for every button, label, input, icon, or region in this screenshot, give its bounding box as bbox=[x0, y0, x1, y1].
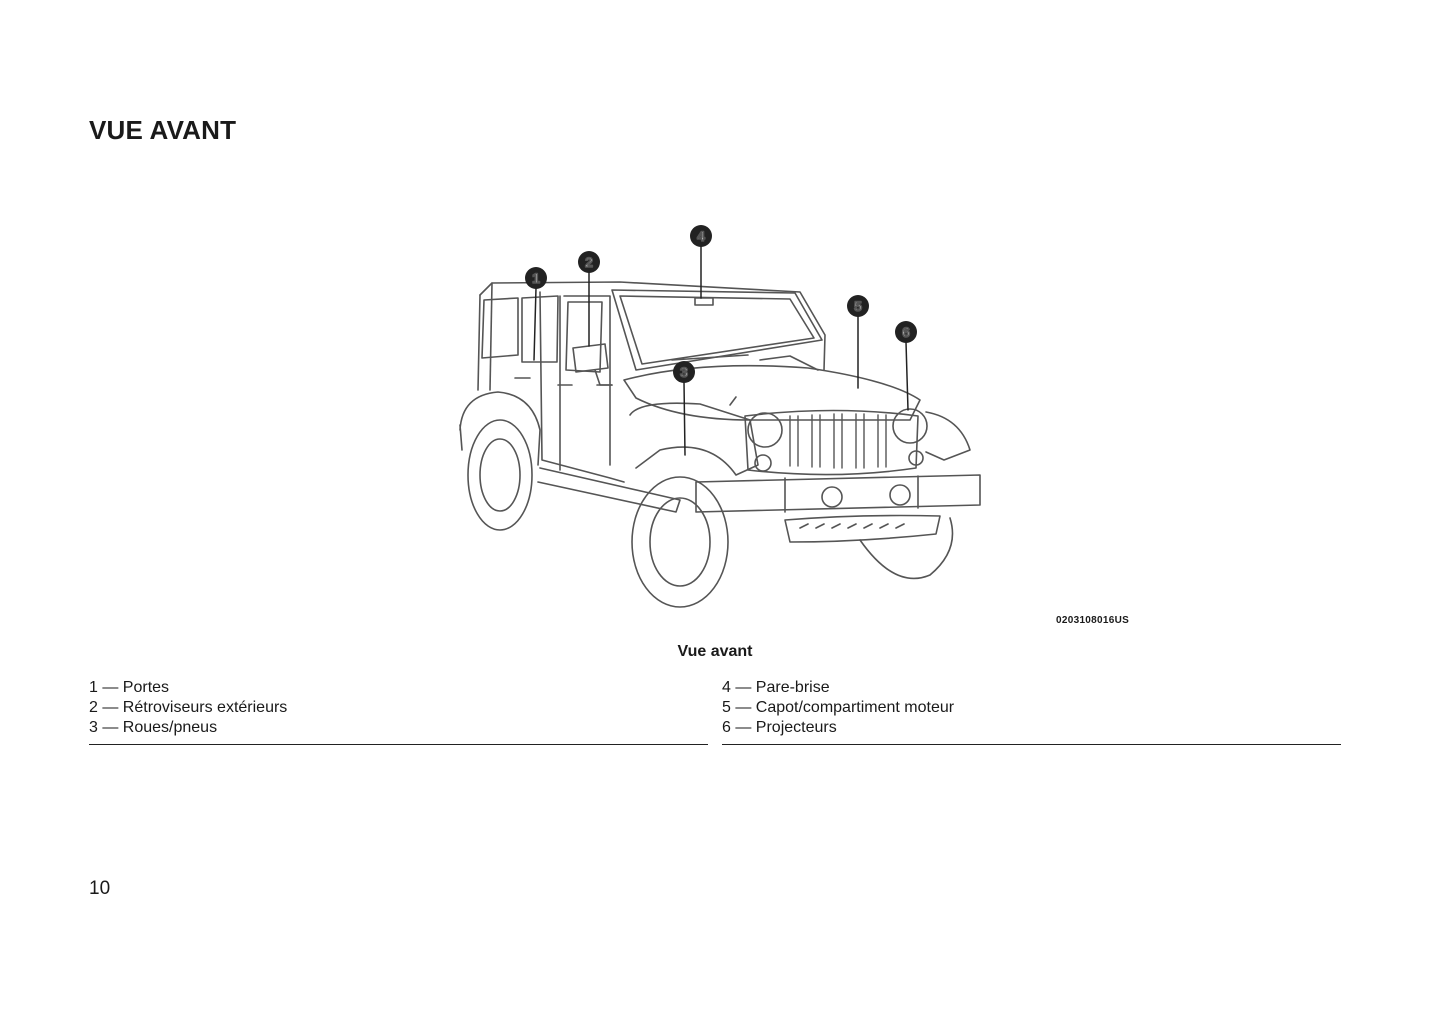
callout-2: 2 bbox=[578, 251, 600, 273]
legend-item: 1 — Portes bbox=[89, 679, 170, 696]
figure-code: 0203108016US bbox=[1056, 615, 1130, 626]
callout-1: 1 bbox=[525, 267, 547, 289]
legend-item: 3 — Roues/pneus bbox=[89, 719, 218, 736]
legend-right-column: 4 — Pare-brise 5 — Capot/compartiment mo… bbox=[722, 678, 1341, 745]
callout-6-label: 6 bbox=[902, 324, 910, 340]
callout-1-label: 1 bbox=[532, 270, 540, 286]
callout-3: 3 bbox=[673, 361, 695, 383]
callout-5: 5 bbox=[847, 295, 869, 317]
callout-5-label: 5 bbox=[854, 298, 862, 314]
callout-2-label: 2 bbox=[585, 254, 593, 270]
legend-item: 6 — Projecteurs bbox=[722, 719, 837, 736]
vehicle-front-view-illustration: 1 2 3 4 5 6 bbox=[440, 220, 1000, 610]
vehicle-drawing bbox=[459, 281, 981, 608]
legend-item: 5 — Capot/compartiment moteur bbox=[722, 699, 955, 716]
legend-item: 2 — Rétroviseurs extérieurs bbox=[89, 699, 288, 716]
callout-4-label: 4 bbox=[697, 228, 705, 244]
callout-6: 6 bbox=[895, 321, 917, 343]
callout-3-label: 3 bbox=[680, 364, 688, 380]
figure-caption: Vue avant bbox=[677, 643, 753, 660]
page-title: VUE AVANT bbox=[89, 115, 237, 145]
callout-leaders bbox=[533, 245, 909, 456]
page-number: 10 bbox=[89, 878, 111, 899]
legend-left-column: 1 — Portes 2 — Rétroviseurs extérieurs 3… bbox=[89, 678, 708, 745]
callout-4: 4 bbox=[690, 225, 712, 247]
legend-item: 4 — Pare-brise bbox=[722, 679, 830, 696]
